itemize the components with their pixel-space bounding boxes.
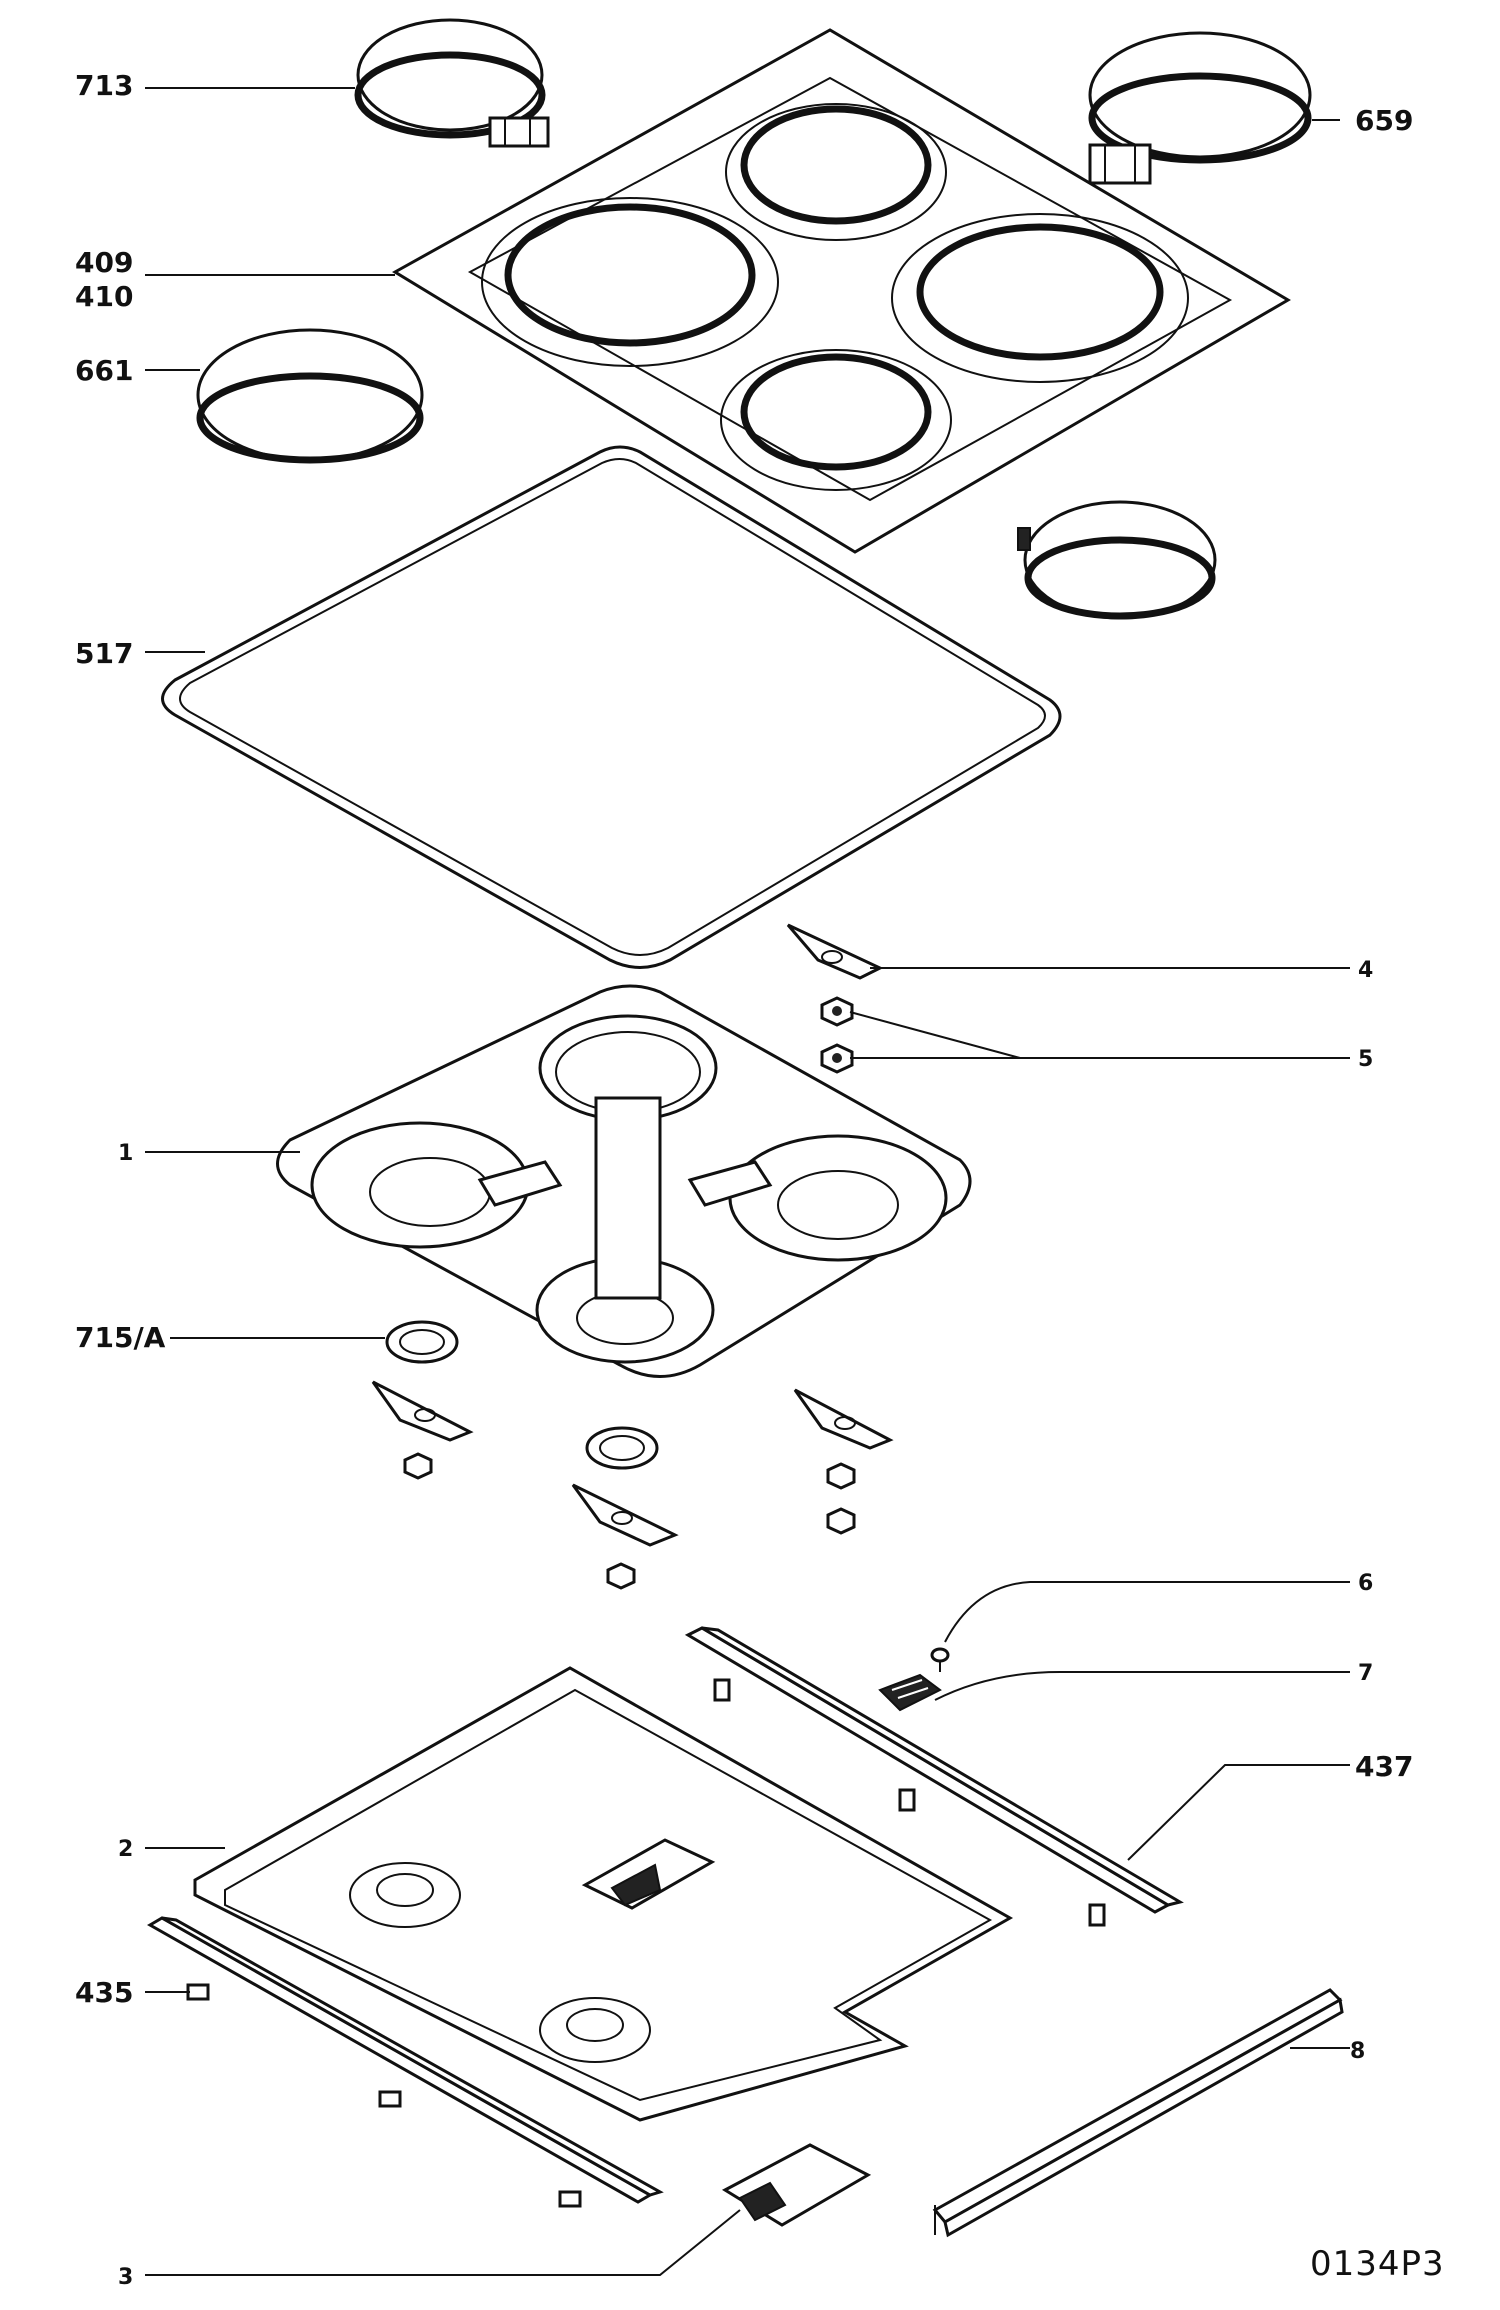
- hotplate-659: [1088, 31, 1312, 185]
- label-435: 435: [75, 1976, 133, 2009]
- hotplate-661: [196, 328, 424, 464]
- ring-715a-and-fixings: [371, 1320, 894, 1590]
- label-1: 1: [118, 1141, 133, 1166]
- nuts-5: [820, 996, 854, 1074]
- label-715a: 715/A: [75, 1321, 166, 1354]
- label-661: 661: [75, 354, 133, 387]
- label-6: 6: [1358, 1571, 1373, 1596]
- hotplate-713: [354, 18, 550, 148]
- bracket-4: [786, 923, 884, 980]
- hotplate-small-right: [1017, 500, 1217, 620]
- rail-437: [684, 1626, 1184, 1927]
- part-labels: 713 659 409 410 661 517 4 5 1 715/A 6 7 …: [75, 69, 1445, 2290]
- leader-lines: [145, 87, 1350, 2276]
- support-tray-1: [276, 984, 972, 1378]
- cover-3: [721, 2143, 872, 2227]
- label-5: 5: [1358, 1047, 1373, 1072]
- bottom-plate-2: [193, 1666, 1014, 2122]
- label-437: 437: [1355, 1750, 1413, 1783]
- pin-6: [930, 1647, 950, 1672]
- label-2: 2: [118, 1837, 133, 1862]
- label-8: 8: [1350, 2039, 1365, 2064]
- terminal-block-7: [878, 1673, 942, 1712]
- label-7: 7: [1358, 1661, 1373, 1686]
- label-410: 410: [75, 280, 133, 313]
- hob-top-409-410: [392, 28, 1291, 554]
- label-3: 3: [118, 2265, 133, 2290]
- label-659: 659: [1355, 104, 1413, 137]
- gasket-517: [161, 445, 1062, 969]
- label-4: 4: [1358, 958, 1373, 983]
- drawing-code: 0134P3: [1310, 2244, 1445, 2284]
- rail-435: [146, 1916, 664, 2208]
- label-713: 713: [75, 69, 133, 102]
- bar-8: [932, 1988, 1344, 2238]
- label-409: 409: [75, 246, 133, 279]
- label-517: 517: [75, 637, 133, 670]
